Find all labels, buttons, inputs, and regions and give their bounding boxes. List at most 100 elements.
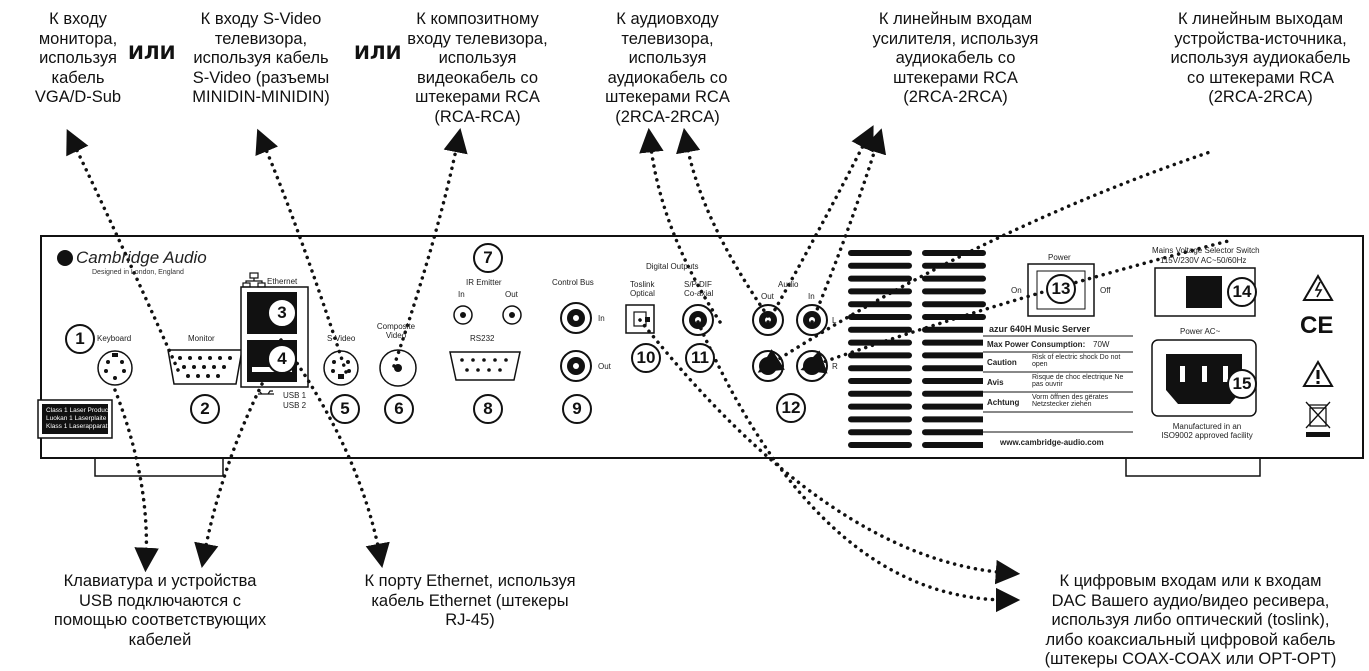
laser-line-2: Luokan 1 Laserplaite [46, 415, 107, 422]
connection-leader [279, 338, 390, 569]
power-label: Power [1048, 253, 1071, 262]
callout-1: 1 [65, 324, 95, 354]
connection-leader [66, 128, 180, 372]
vent-slot [922, 352, 986, 359]
vent-slot [848, 416, 912, 423]
control-bus-label: Control Bus [552, 278, 594, 287]
connection-leader [800, 238, 1234, 374]
vent-slot [848, 301, 912, 308]
connection-leader [113, 388, 159, 573]
digital-outputs-label: Digital Outputs [646, 262, 699, 271]
vent-slot [848, 390, 912, 397]
vent-slot [922, 416, 986, 423]
svideo-label: S-Video [327, 334, 356, 343]
vent-slot [848, 250, 912, 256]
vent-slot [922, 442, 986, 448]
spdif-label: S/P DIF Co-axial [684, 280, 714, 298]
audio-label: Audio [778, 280, 799, 289]
audio-l-label: L [832, 316, 837, 325]
keyboard-label: Keyboard [97, 334, 132, 343]
callout-11: 11 [685, 343, 715, 373]
max-power-label: Max Power Consumption: [987, 340, 1086, 349]
laser-line-3: Klass 1 Laserapparat [46, 423, 108, 430]
connection-leader [766, 125, 874, 324]
caution-label: Caution [987, 358, 1017, 367]
svideo-port-icon [323, 350, 359, 386]
vent-slot [922, 339, 986, 346]
rs232-port-icon [449, 351, 521, 381]
vent-slot [922, 301, 986, 308]
or-label-1: ИЛИ [128, 42, 176, 64]
vent-slot [848, 365, 912, 372]
toslink-label: Toslink Optical [630, 280, 655, 298]
brand-logo-icon [57, 250, 73, 266]
callout-8: 8 [473, 394, 503, 424]
vent-slot [922, 403, 986, 410]
audio-r-label: R [832, 362, 838, 371]
ce-mark: CE [1300, 312, 1334, 339]
connection-leader [194, 382, 264, 569]
callout-6: 6 [384, 394, 414, 424]
vent-slot [922, 378, 986, 384]
power-ac-label: Power AC~ [1180, 327, 1221, 336]
vent-slot [848, 378, 912, 384]
callout-3: 3 [267, 298, 297, 328]
connection-leader [757, 150, 1212, 373]
callout-5: 5 [330, 394, 360, 424]
vent-slot [848, 288, 912, 295]
monitor-label: Monitor [188, 334, 215, 343]
callout-4: 4 [267, 344, 297, 374]
control-bus-in-label: In [598, 314, 605, 323]
vent-slot [848, 262, 912, 269]
lightning-warning-icon [1302, 274, 1334, 301]
vent-slot [848, 326, 912, 333]
ethernet-icon [242, 272, 266, 288]
vent-slot [922, 326, 986, 333]
ventilation-slots [848, 250, 986, 448]
callout-13: 13 [1046, 274, 1076, 304]
vent-slot [922, 250, 986, 256]
manufactured-label: Manufactured in an ISO9002 approved faci… [1161, 422, 1253, 440]
callout-14: 14 [1227, 277, 1257, 307]
brand-sub: Designed in London, England [92, 269, 184, 276]
weee-bin-icon [1305, 401, 1331, 429]
usb2-label: USB 2 [283, 401, 307, 410]
ir-emitter-label: IR Emitter [466, 278, 502, 287]
vent-slot [922, 288, 986, 295]
control-bus-out-label: Out [598, 362, 611, 371]
brand-name: Cambridge Audio [76, 248, 207, 267]
connection-leader [255, 128, 348, 374]
audio-in-label: In [808, 292, 815, 301]
or-label-2: ИЛИ [354, 42, 402, 64]
achtung-text: Vorm öffnen des gërates Netzstecker zieh… [1032, 394, 1109, 408]
connection-leader [676, 127, 774, 324]
laser-label [42, 404, 108, 434]
power-off-label: Off [1100, 286, 1111, 295]
vent-slot [922, 262, 986, 269]
connection-leader [810, 128, 887, 324]
callout-2: 2 [190, 394, 220, 424]
connection-leader [638, 318, 1021, 585]
callout-12: 12 [776, 393, 806, 423]
vent-slot [848, 352, 912, 359]
callout-10: 10 [631, 343, 661, 373]
vent-slot [848, 442, 912, 448]
usb1-label: USB 1 [283, 391, 307, 400]
vent-slot [848, 403, 912, 410]
vent-slot [922, 365, 986, 372]
achtung-label: Achtung [987, 398, 1020, 407]
ir-in-label: In [458, 290, 465, 299]
avis-text: Risque de choc electrique Ne pas ouvrir [1032, 374, 1124, 388]
laser-line-1: Class 1 Laser Product [46, 407, 110, 414]
callout-9: 9 [562, 394, 592, 424]
callout-15: 15 [1227, 369, 1257, 399]
mains-switch-label: Mains Voltage Selector Switch [1152, 246, 1260, 255]
